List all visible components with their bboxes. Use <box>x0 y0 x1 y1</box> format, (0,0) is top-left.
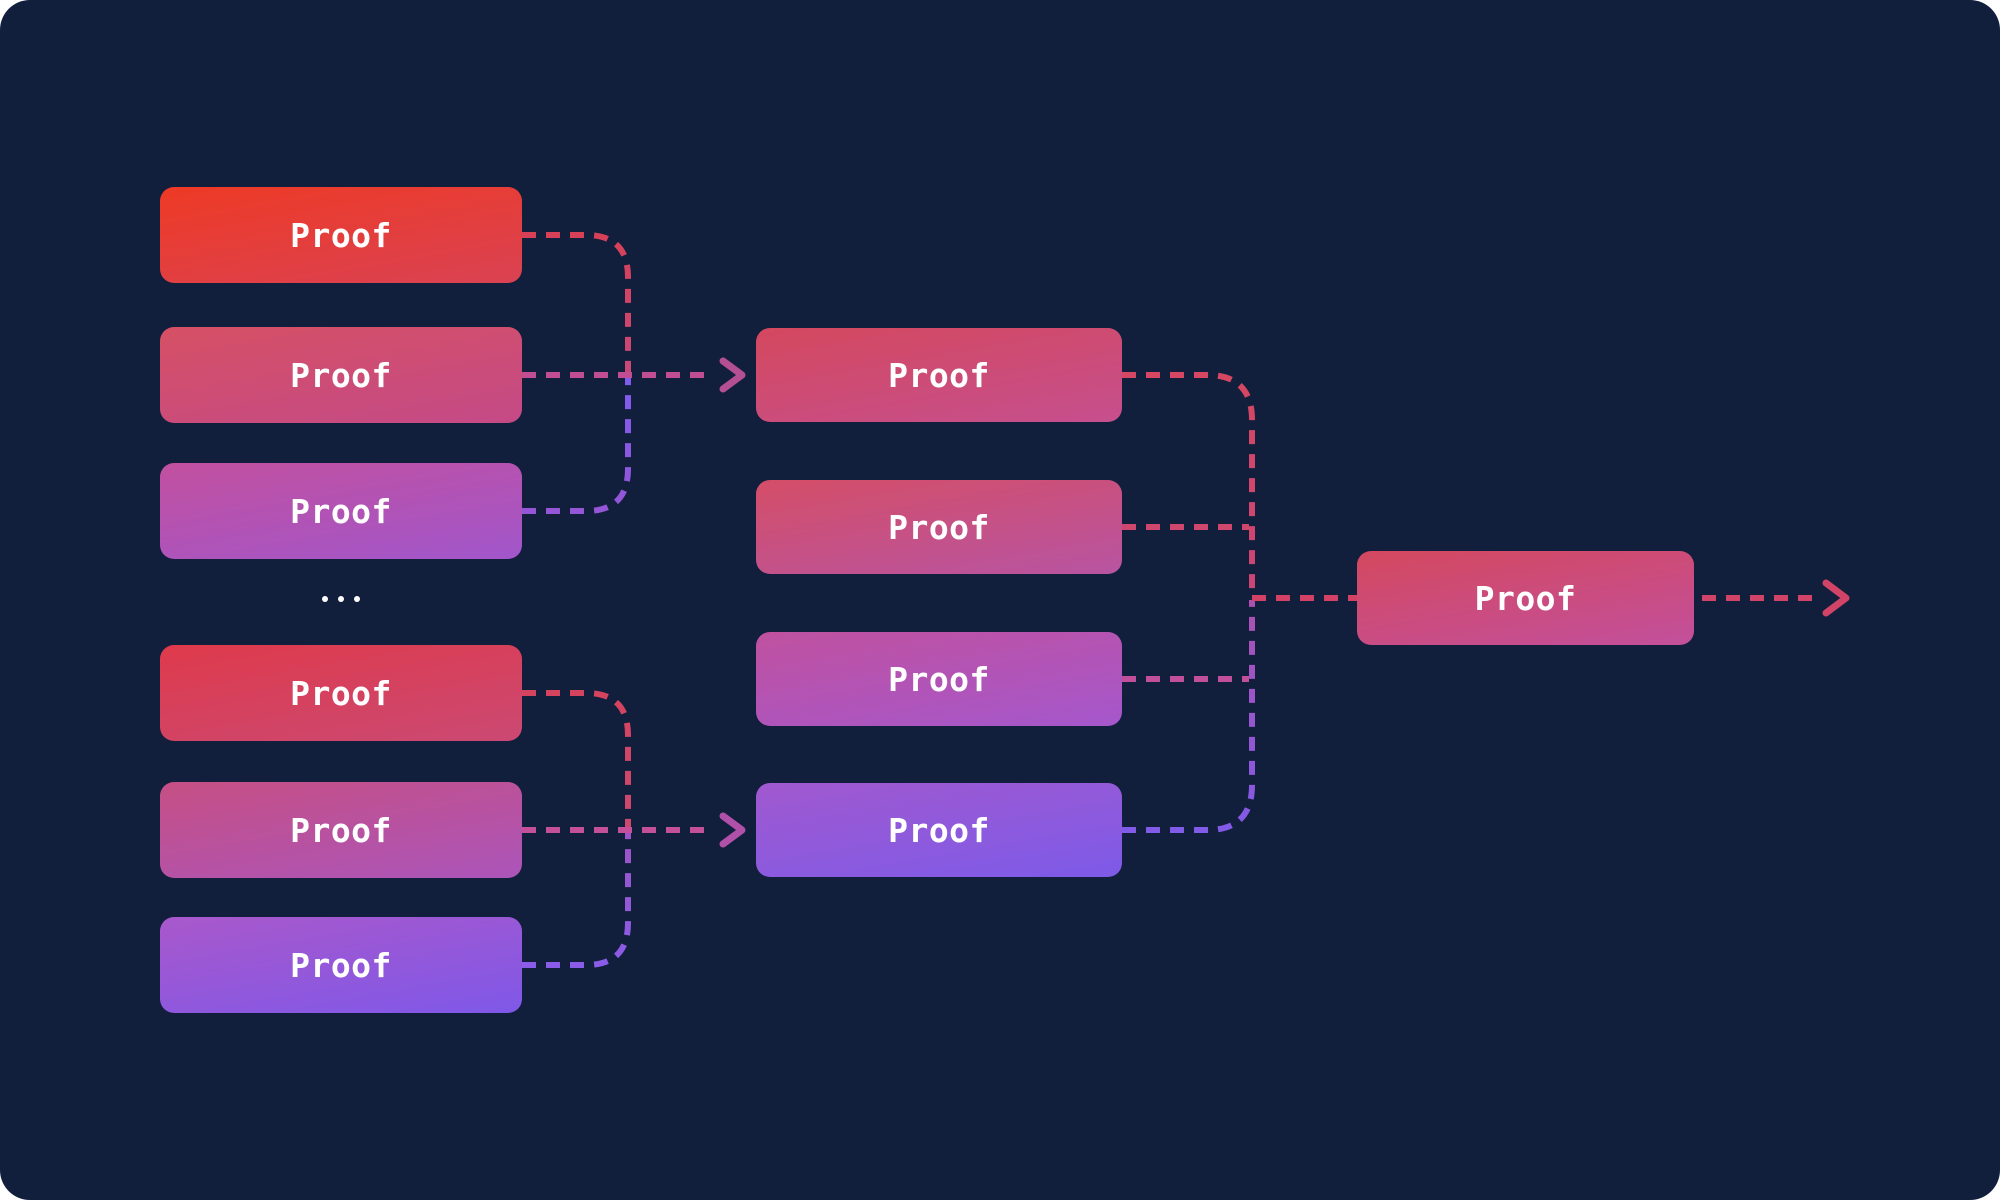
proof-node-left-top-1: Proof <box>160 187 522 283</box>
dot <box>354 596 360 602</box>
proof-node-final: Proof <box>1357 551 1694 645</box>
arrowhead-icon <box>1822 579 1850 617</box>
proof-node-left-bottom-1: Proof <box>160 645 522 741</box>
connector-left-bottom-3 <box>522 832 631 968</box>
connector-left-bottom-1 <box>522 690 631 830</box>
proof-label: Proof <box>1474 578 1577 618</box>
arrowhead-icon <box>719 812 746 848</box>
proof-label: Proof <box>888 810 990 850</box>
proof-node-middle-1: Proof <box>756 328 1122 422</box>
ellipsis-dots <box>160 591 522 607</box>
proof-node-left-top-2: Proof <box>160 327 522 423</box>
connector-middle-1 <box>1122 372 1255 598</box>
connector-left-top-1 <box>522 232 631 375</box>
proof-node-left-top-3: Proof <box>160 463 522 559</box>
proof-node-middle-4: Proof <box>756 783 1122 877</box>
proof-node-left-bottom-2: Proof <box>160 782 522 878</box>
proof-label: Proof <box>290 945 392 985</box>
arrowhead-icon <box>719 357 746 393</box>
proof-label: Proof <box>290 355 392 395</box>
proof-label: Proof <box>888 355 990 395</box>
connector-middle-4 <box>1122 600 1255 833</box>
connector-left-top-3 <box>522 377 631 514</box>
proof-label: Proof <box>888 659 990 699</box>
proof-label: Proof <box>290 673 392 713</box>
proof-label: Proof <box>290 810 392 850</box>
proof-label: Proof <box>888 507 990 547</box>
proof-label: Proof <box>290 491 392 531</box>
proof-label: Proof <box>290 215 392 255</box>
proof-node-middle-2: Proof <box>756 480 1122 574</box>
proof-node-middle-3: Proof <box>756 632 1122 726</box>
proof-node-left-bottom-3: Proof <box>160 917 522 1013</box>
dot <box>322 596 328 602</box>
dot <box>338 596 344 602</box>
